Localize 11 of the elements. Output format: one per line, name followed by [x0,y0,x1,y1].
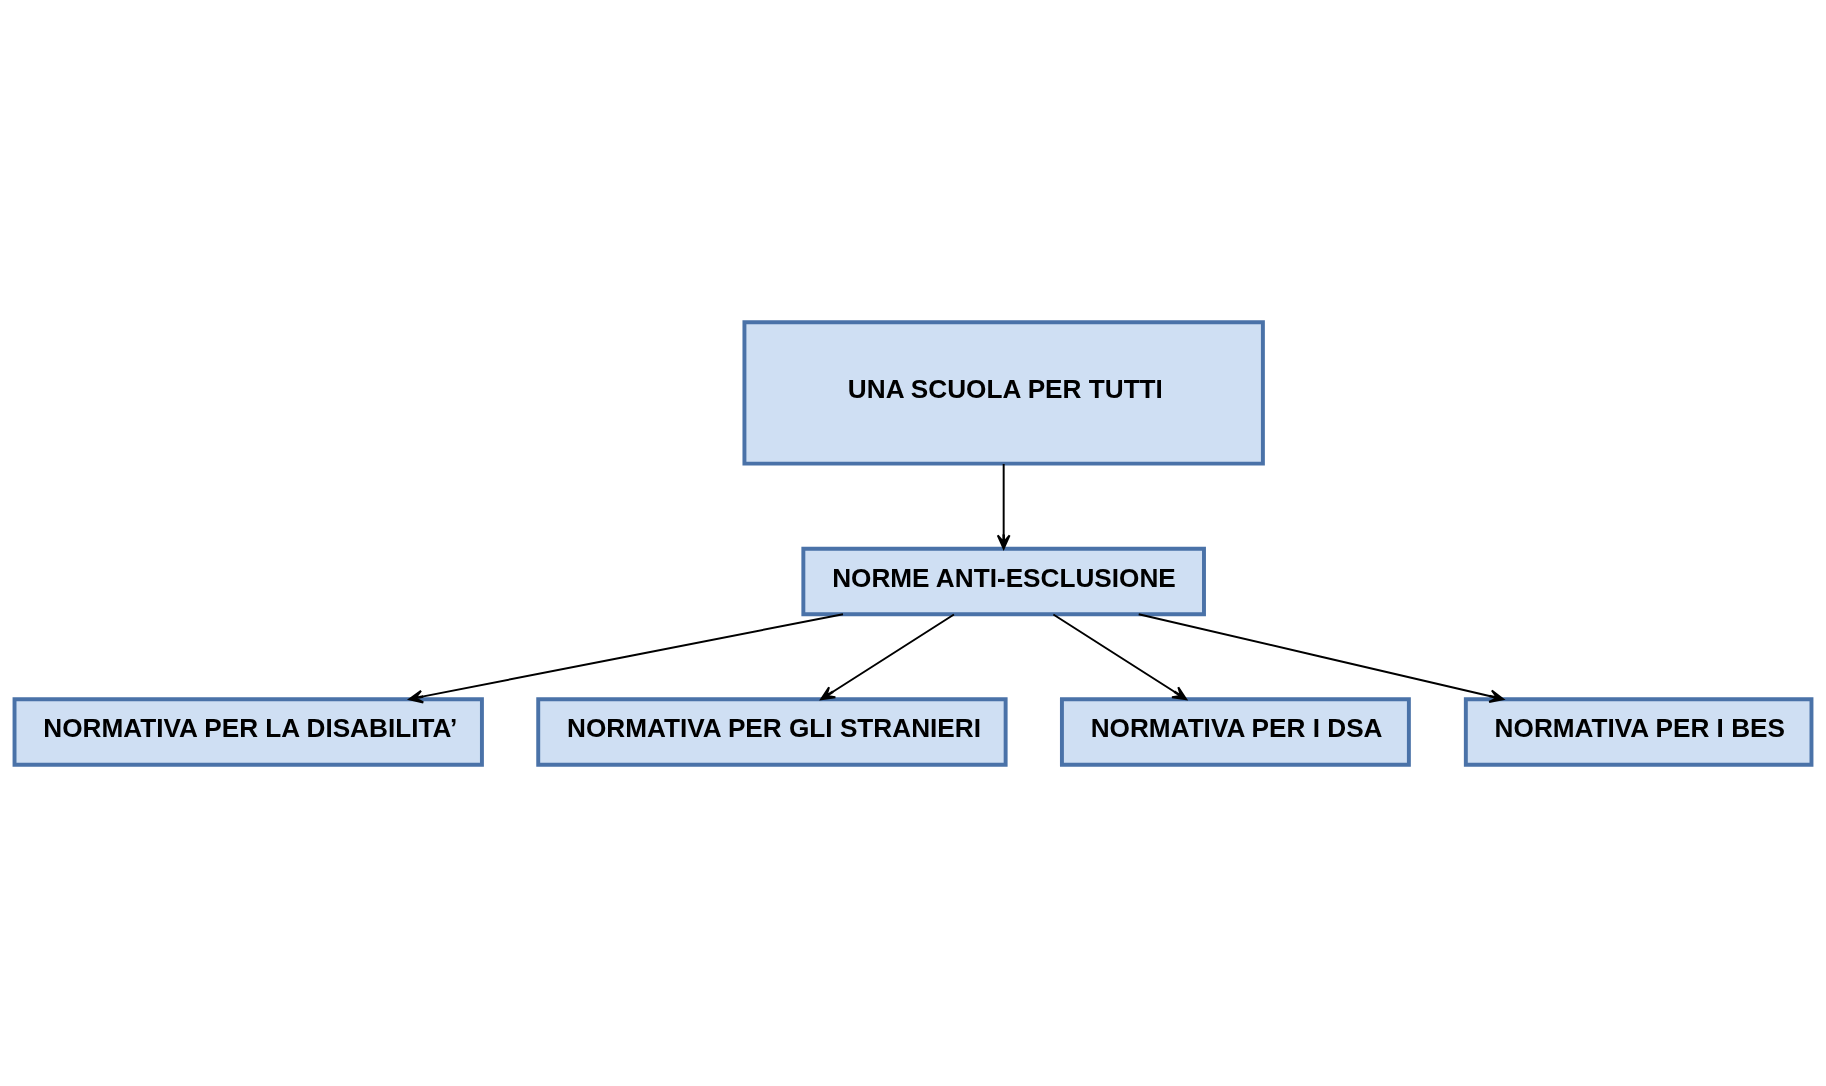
arrow [408,612,844,703]
node-box: NORMATIVA PER I BES [1463,696,1814,767]
node-box: NORMATIVA PER I DSA [1059,696,1411,767]
arrow [1137,612,1505,703]
node-box: NORMATIVA PER GLI STRANIERI [536,696,1008,767]
arrow [820,613,955,700]
node-box: UNA SCUOLA PER TUTTI [742,319,1265,466]
arrow [996,462,1011,549]
node-box: NORME ANTI-ESCLUSIONE [801,546,1206,616]
arrow [1052,613,1188,700]
node-box: NORMATIVA PER LA DISABILITA’ [12,696,484,767]
